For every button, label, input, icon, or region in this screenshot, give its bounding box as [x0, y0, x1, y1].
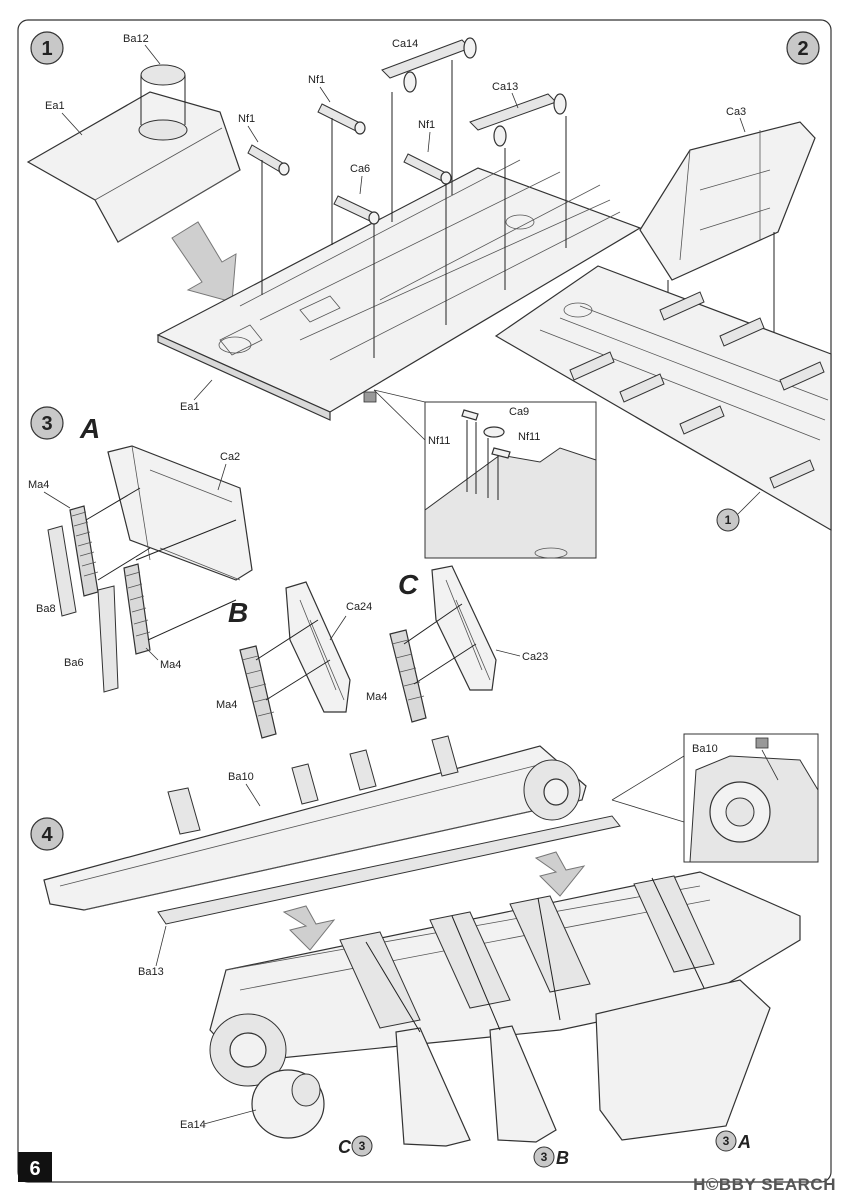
label-ca9: Ca9	[509, 406, 529, 418]
arrow-down-icon-2	[534, 851, 586, 897]
label-nf11-left: Nf11	[428, 435, 450, 447]
part-ca13	[469, 93, 557, 131]
step-2-ref-number: 1	[725, 513, 732, 527]
spring-ma4-c	[389, 629, 427, 723]
label-ea1-bottom: Ea1	[180, 401, 200, 413]
label-ba10-main: Ba10	[228, 771, 254, 783]
variant-c-title: C	[398, 569, 419, 600]
arrow-down-icon	[171, 221, 237, 303]
spring-ma4-a2	[123, 563, 151, 655]
part-ca3	[639, 121, 816, 281]
label-ca6: Ca6	[350, 163, 370, 175]
label-ba12: Ba12	[123, 33, 149, 45]
part-ca2	[107, 445, 253, 581]
ref-a-number: 3	[723, 1134, 730, 1148]
ref-b-number: 3	[541, 1150, 548, 1164]
step-2-ref-badge	[716, 508, 740, 532]
label-ca14: Ca14	[392, 38, 418, 50]
label-ea1-top: Ea1	[45, 100, 65, 112]
detail-box-nf11: Nf11 Ca9 Nf11	[363, 389, 597, 559]
magnify-marker-icon-2	[755, 737, 769, 749]
ref-b-letter: B	[556, 1148, 569, 1168]
part-ea1-plate	[26, 91, 241, 243]
part-ba13	[157, 815, 621, 925]
spring-ma4-b	[239, 645, 277, 739]
variant-b-title: B	[228, 597, 248, 628]
page-frame	[17, 19, 832, 1183]
ref-a-letter: A	[737, 1132, 751, 1152]
part-ca9	[483, 426, 505, 438]
part-nf11-left	[461, 409, 479, 421]
label-nf1-mid: Nf1	[308, 74, 325, 86]
label-ma4-b: Ma4	[216, 699, 237, 711]
ref-a-badge	[715, 1130, 737, 1152]
label-ma4-a1: Ma4	[28, 479, 49, 491]
part-ca23	[431, 565, 497, 691]
part-ba8	[47, 525, 77, 617]
magnify-marker-icon	[363, 391, 377, 403]
suspension-plate-b	[489, 1025, 557, 1143]
label-nf11-right: Nf11	[518, 431, 540, 443]
variant-a-title: A	[79, 413, 100, 444]
label-nf1-left: Nf1	[238, 113, 255, 125]
label-ma4-a2: Ma4	[160, 659, 181, 671]
label-ea14: Ea14	[180, 1119, 206, 1131]
suspension-plate-c	[395, 1027, 471, 1147]
label-ba13: Ba13	[138, 966, 164, 978]
step-1-badge	[30, 31, 64, 65]
part-ca24	[285, 581, 351, 713]
label-ca24: Ca24	[346, 601, 372, 613]
step-2-badge	[786, 31, 820, 65]
label-ca13: Ca13	[492, 81, 518, 93]
step-1-number: 1	[41, 38, 52, 60]
ref-c-number: 3	[359, 1139, 366, 1153]
spring-ma4-a1	[69, 505, 99, 597]
step-4-badge	[30, 817, 64, 851]
step-2-number: 2	[797, 38, 808, 60]
page-number: 6	[29, 1158, 40, 1180]
suspension-plate-a	[595, 979, 771, 1141]
step-3-number: 3	[41, 413, 52, 435]
step-1: 1 Ba12 Ea1 Nf1 Nf1	[26, 31, 642, 421]
part-nf11-right	[491, 447, 511, 459]
part-ba12	[140, 64, 186, 86]
part-ba6	[97, 585, 119, 693]
label-ca3: Ca3	[726, 106, 746, 118]
step-3-badge	[30, 406, 64, 440]
label-ca23: Ca23	[522, 651, 548, 663]
arrow-down-icon-3	[282, 905, 336, 951]
detail-box-ba10: Ba10	[611, 733, 819, 863]
watermark-text: H©BBY SEARCH	[693, 1175, 836, 1194]
ref-c-badge	[351, 1135, 373, 1157]
label-ba6: Ba6	[64, 657, 84, 669]
step-4-number: 4	[41, 824, 53, 846]
label-nf1-right: Nf1	[418, 119, 435, 131]
label-ba10-detail: Ba10	[692, 743, 718, 755]
page-number-badge	[18, 1152, 52, 1182]
label-ba8: Ba8	[36, 603, 56, 615]
step-4: 4 Ba10 Ba13 Ea14 C 3	[30, 735, 801, 1168]
label-ma4-c: Ma4	[366, 691, 387, 703]
label-ca2: Ca2	[220, 451, 240, 463]
step-2: 2 Ca3 1	[494, 31, 832, 532]
step-3: 3 A Ca2 Ma4 Ba8 Ba6 Ma4 B Ca24 Ma4 C	[28, 406, 548, 739]
ref-b-badge	[533, 1146, 555, 1168]
ref-c-letter: C	[338, 1137, 352, 1157]
